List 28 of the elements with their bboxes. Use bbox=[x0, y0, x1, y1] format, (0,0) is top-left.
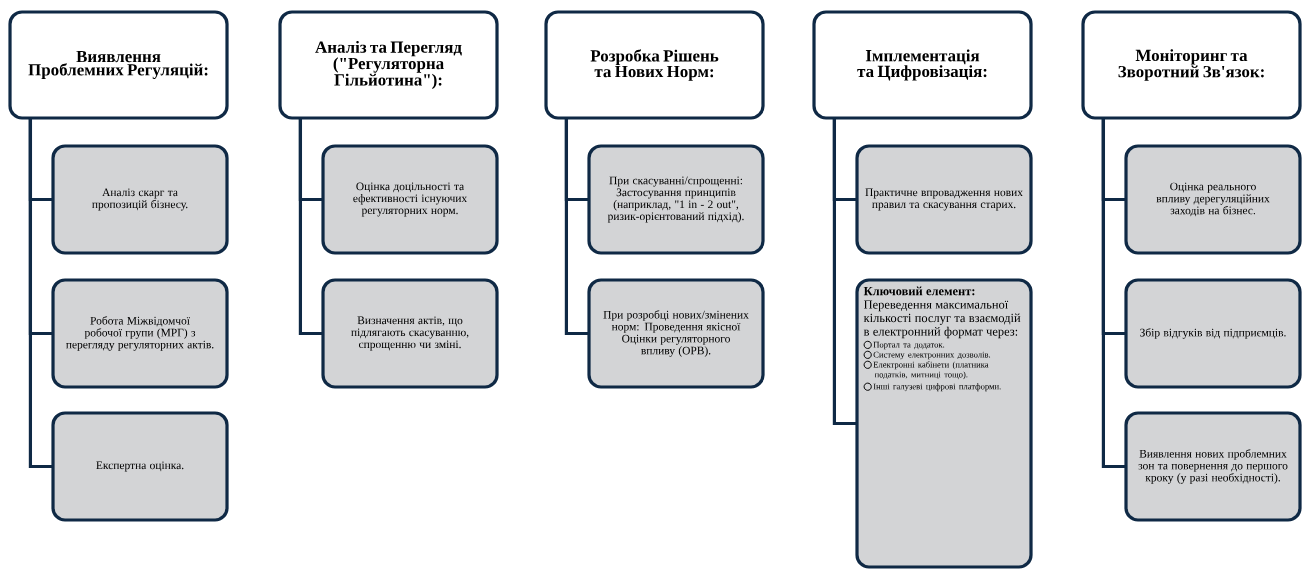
step-box: Робота Міжвідомчої робочої групи (МРГ) з перегляду регуляторних актів. bbox=[51, 278, 229, 389]
step-heading-box: Імплементація та Цифровізація: bbox=[812, 10, 1033, 120]
note-box bbox=[855, 278, 1033, 569]
step-box: Визначення актів, що підлягають скасуванню, спрощенню чи зміні. bbox=[321, 278, 499, 389]
connector-line bbox=[298, 118, 323, 336]
step-box: Оцінка доцільності та ефективності існуючих регуляторних норм. bbox=[321, 144, 499, 255]
list-item: Портал та додаток. bbox=[873, 341, 945, 350]
list-item: Систему електронних дозволів. bbox=[873, 351, 991, 360]
step-box: Експертна оцінка. bbox=[51, 411, 229, 522]
list-item: Інші галузеві цифрові платформи. bbox=[873, 383, 1001, 392]
step-box: Збір відгуків від підприємців. bbox=[1124, 278, 1302, 389]
step-heading-box: Виявлення Проблемних Регуляцій: bbox=[8, 10, 229, 120]
step-box: Виявлення нових проблемних зон та повернення до першого кроку (у разі необхідності). bbox=[1124, 411, 1302, 522]
connector-line bbox=[564, 118, 589, 336]
note-text: Переведення максимальної кількості послуг та взаємодій в електронний формат через: bbox=[863, 300, 1021, 339]
list-item: Електронні кабінети (платника податків, митниці тощо). bbox=[873, 361, 989, 380]
step-heading-box: Аналіз та Перегляд ("Регуляторна Гільйотина"): bbox=[278, 10, 499, 120]
step-box: Аналіз скарг та пропозицій бізнесу. bbox=[51, 144, 229, 255]
connector-line bbox=[1101, 118, 1126, 469]
step-box: При розробці нових/змінених норм: Проведення якісної Оцінки регуляторного впливу (ОРВ). bbox=[587, 278, 765, 389]
step-heading-box: Моніторинг та Зворотний Зв'язок: bbox=[1081, 10, 1302, 120]
step-box: При скасуванні/спрощенні: Застосування принципів (наприклад, "1 in - 2 out", ризик-орієнтований підхід). bbox=[587, 144, 765, 255]
connector-line bbox=[28, 118, 53, 469]
note-heading: Ключовий елемент: bbox=[863, 286, 975, 296]
step-box: Оцінка реального впливу дерегуляційних заходів на бізнес. bbox=[1124, 144, 1302, 255]
step-heading-box: Розробка Рішень та Нових Норм: bbox=[544, 10, 765, 120]
step-box: Практичне впровадження нових правил та скасування старих. bbox=[855, 144, 1033, 255]
connector-line bbox=[832, 118, 857, 426]
